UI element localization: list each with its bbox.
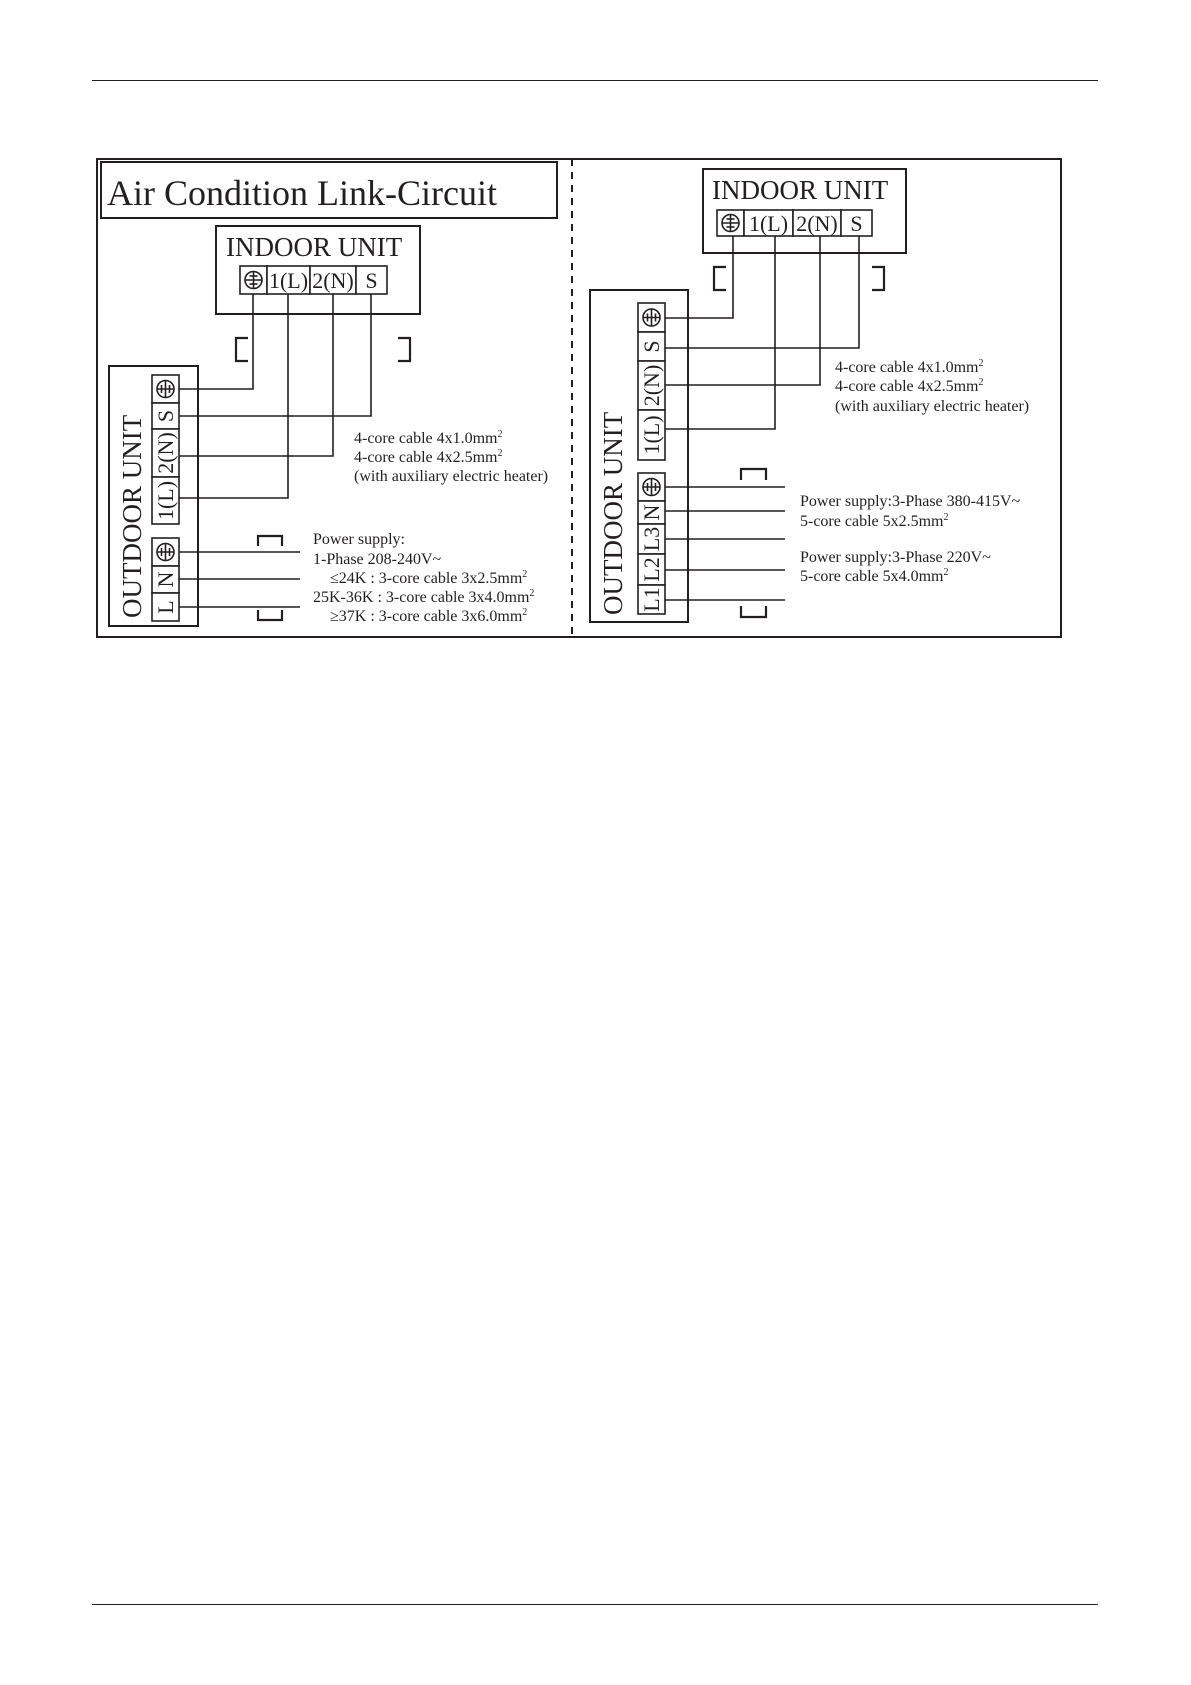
right-wire-1l — [665, 236, 776, 430]
right-cable-note-line1: 4-core cable 4x1.0mm2 — [835, 358, 984, 376]
right-power-note-line1: Power supply:3-Phase 380-415V~ — [800, 493, 1021, 510]
left-outdoor-unit-box — [108, 365, 199, 627]
right-indoor-terminal-1l — [743, 209, 794, 237]
right-power-bracket-bottom — [739, 606, 768, 619]
left-outdoor-terminal-1l-label: 1(L) — [153, 481, 178, 520]
right-power-note-line4: 5-core cable 5x4.0mm2 — [800, 567, 949, 585]
right-outdoor-terminal-2n-label: 2(N) — [639, 365, 664, 407]
title-box — [100, 161, 558, 219]
left-outdoor-terminal-s-label: S — [153, 410, 178, 422]
header-rule — [92, 80, 1098, 81]
left-indoor-unit-label: INDOOR UNIT — [226, 232, 403, 262]
left-indoor-unit-box — [215, 225, 421, 315]
right-cable-note-line2: 4-core cable 4x2.5mm2 — [835, 377, 984, 395]
left-power-bracket-bottom — [256, 610, 284, 622]
right-indoor-terminal-s-label: S — [850, 211, 862, 236]
right-outdoor-unit-label: OUTDOOR UNIT — [598, 411, 628, 615]
left-power-note-line4: 25K-36K : 3-core cable 3x4.0mm2 — [313, 588, 534, 606]
right-indoor-terminal-2n — [792, 209, 842, 237]
earth-icon — [642, 308, 661, 327]
right-indoor-unit-label: INDOOR UNIT — [712, 175, 889, 205]
footer-rule — [92, 1604, 1098, 1605]
right-indoor-bracket-left — [712, 265, 726, 292]
right-power-bracket-top — [739, 467, 768, 480]
right-outdoor-power-terminal-l2-label: L2 — [639, 557, 664, 581]
left-power-note-line2: 1-Phase 208-240V~ — [313, 551, 442, 568]
left-power-note-line3: ≤24K : 3-core cable 3x2.5mm2 — [330, 569, 527, 587]
diagram-frame — [96, 158, 1062, 638]
right-outdoor-terminal-1l-label: 1(L) — [639, 415, 664, 454]
right-outdoor-terminal-s-label: S — [639, 340, 664, 352]
right-wire-2n — [665, 236, 821, 386]
left-indoor-terminal-s — [355, 265, 388, 295]
left-cable-note-line2: 4-core cable 4x2.5mm2 — [354, 448, 503, 466]
right-outdoor-power-terminal-l1 — [637, 584, 666, 615]
right-outdoor-terminal-s — [637, 331, 666, 362]
left-outdoor-terminal-2n-label: 2(N) — [153, 432, 178, 474]
left-indoor-bracket-left — [234, 336, 248, 363]
left-outdoor-power-terminal-n-label: N — [153, 571, 178, 587]
diagram-title: Air Condition Link-Circuit — [107, 173, 497, 213]
earth-icon — [721, 213, 740, 233]
left-indoor-terminal-s-label: S — [365, 268, 377, 293]
left-outdoor-unit-label: OUTDOOR UNIT — [117, 414, 147, 618]
right-power-note-line3: Power supply:3-Phase 220V~ — [800, 549, 991, 566]
left-outdoor-terminal-2n — [151, 428, 180, 478]
right-indoor-bracket-right — [872, 265, 886, 292]
left-power-note-line5: ≥37K : 3-core cable 3x6.0mm2 — [330, 607, 527, 625]
left-indoor-terminal-2n-label: 2(N) — [312, 268, 354, 293]
right-wire-earth — [665, 236, 734, 319]
right-cable-note-line3: (with auxiliary electric heater) — [835, 398, 1029, 415]
right-outdoor-unit-box — [589, 289, 689, 623]
left-wire-earth — [179, 294, 254, 390]
left-indoor-bracket-right — [398, 336, 412, 363]
left-power-note-line1: Power supply: — [313, 531, 405, 548]
left-panel: Air Condition Link-Circuit INDOOR UNIT 1… — [100, 161, 558, 627]
left-outdoor-terminal-1l — [151, 476, 180, 525]
earth-icon — [156, 379, 175, 399]
earth-icon — [244, 270, 263, 290]
right-power-note-line2: 5-core cable 5x2.5mm2 — [800, 512, 949, 530]
right-outdoor-power-terminal-l3-label: L3 — [639, 527, 664, 551]
left-cable-note-line3: (with auxiliary electric heater) — [354, 468, 548, 485]
right-indoor-unit-box — [702, 168, 907, 254]
left-outdoor-power-terminal-n — [151, 565, 180, 594]
left-power-bracket-top — [256, 534, 284, 546]
left-cable-note-line1: 4-core cable 4x1.0mm2 — [354, 429, 503, 447]
earth-icon — [642, 477, 661, 497]
right-outdoor-terminal-1l — [637, 409, 666, 461]
right-indoor-terminal-2n-label: 2(N) — [796, 211, 838, 236]
right-outdoor-power-terminal-l1-label: L1 — [639, 587, 664, 611]
left-wire-s — [179, 294, 372, 417]
right-panel: INDOOR UNIT 1(L) 2(N) S OUTDOOR UNIT S 2… — [589, 168, 1029, 623]
left-indoor-terminal-1l-label: 1(L) — [269, 268, 308, 293]
left-wire-1l — [179, 294, 289, 499]
earth-icon — [156, 542, 175, 562]
right-outdoor-power-terminal-n-label: N — [639, 504, 664, 520]
left-wire-2n — [179, 294, 334, 457]
right-indoor-terminal-s — [840, 209, 873, 237]
left-outdoor-power-terminal-l-label: L — [153, 600, 178, 613]
right-indoor-terminal-1l-label: 1(L) — [749, 211, 788, 236]
right-wire-s — [665, 236, 860, 349]
